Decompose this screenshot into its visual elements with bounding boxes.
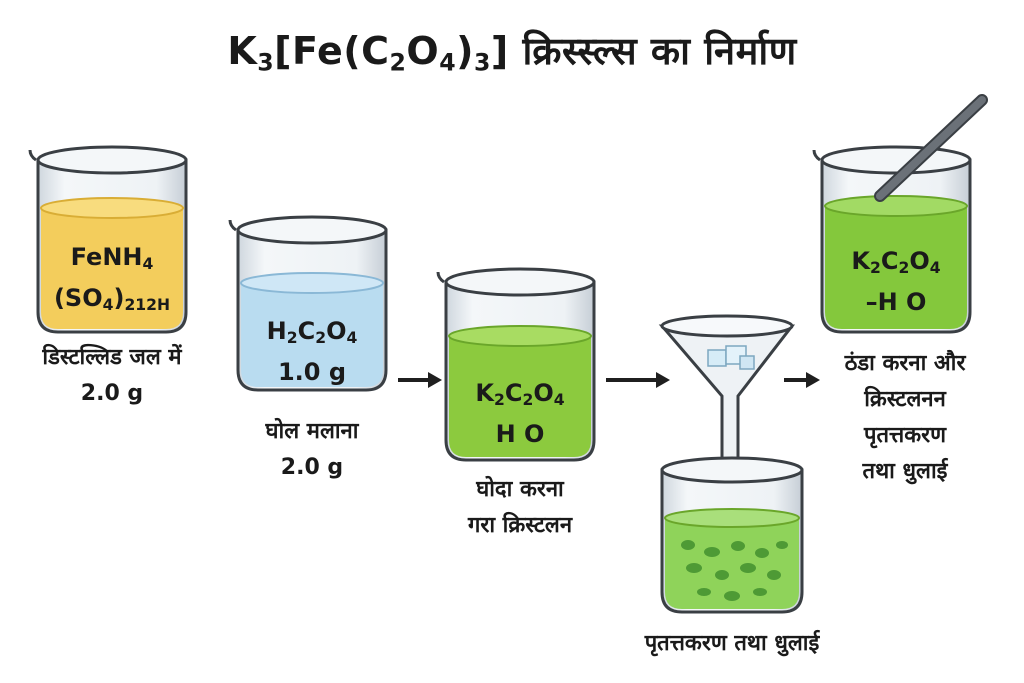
beaker4-liquid: [665, 518, 799, 609]
beaker-oxalic-acid: [228, 215, 388, 392]
arrow-right-icon: [784, 372, 820, 388]
page-title: K3[Fe(C2O4)3] क्रिस्स्ल्स का निर्माण: [227, 29, 797, 77]
beaker1-caption: डिस्टल्लिड जल में 2.0 g: [42, 345, 182, 406]
beaker3-caption: घोदा करना गरा क्रिस्टलन: [467, 477, 573, 538]
beaker2-caption: घोल मलाना 2.0 g: [265, 419, 359, 480]
beaker3-liquid: [449, 336, 591, 457]
beaker1-liquid: [41, 208, 183, 329]
beaker3-label: K2C2O4 H O: [475, 379, 565, 448]
beaker2-label: H2C2O4 1.0 g: [266, 317, 358, 386]
crystal-particles: [681, 540, 788, 601]
beaker-ferrous-ammonium-sulfate: [28, 145, 188, 334]
filter-caption: पृतत्तकरण तथा धुलाई: [644, 631, 820, 656]
beaker5-label: K2C2O4 –H O: [851, 247, 941, 316]
arrow-right-icon: [398, 372, 442, 388]
beaker1-label: FeNH4 (SO4)212H: [53, 243, 171, 314]
beaker-filtrate-crystals: [660, 456, 804, 614]
beaker-cooling-crystallization: [812, 94, 988, 334]
stirring-rod-icon: [874, 94, 988, 202]
arrow-right-icon: [606, 372, 670, 388]
beaker-potassium-oxalate: [436, 267, 596, 462]
beaker5-caption: ठंडा करना और क्रिस्टलनन पृतत्तकरण तथा धु…: [844, 351, 966, 484]
ice-crystal-icon: [707, 345, 755, 370]
title-hindi: क्रिस्स्ल्स का निर्माण: [522, 29, 797, 73]
funnel-icon: [658, 314, 796, 464]
beaker2-liquid: [241, 283, 383, 387]
beaker5-liquid: [825, 206, 967, 329]
